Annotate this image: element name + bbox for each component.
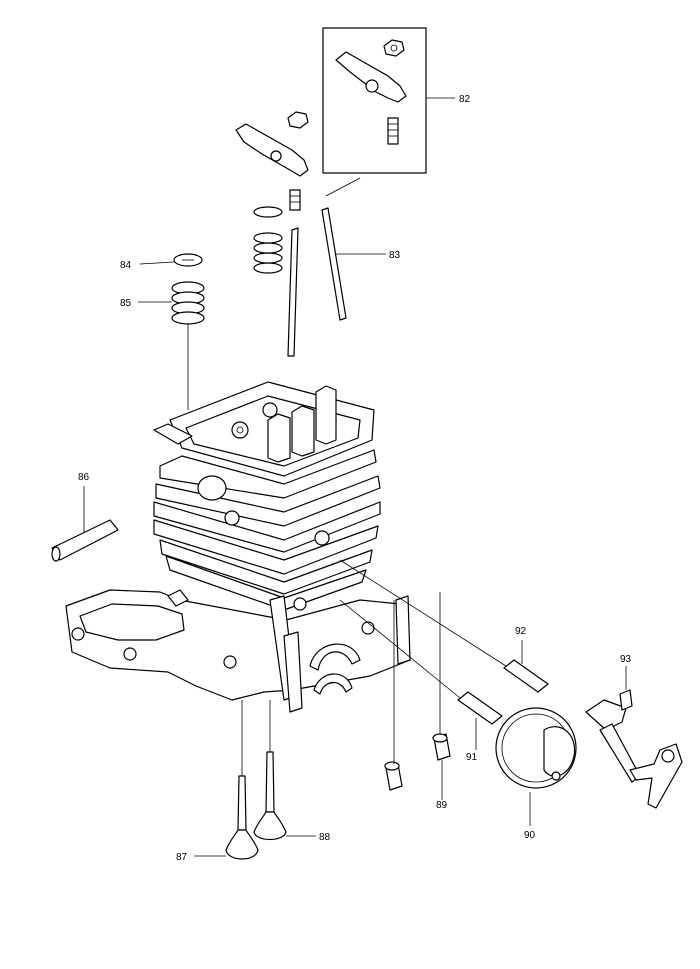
- valve-spring-85: [138, 281, 205, 410]
- callout-93: 93: [620, 654, 632, 665]
- cam-follower-93: [585, 666, 683, 809]
- spring-retainer-84: [139, 253, 203, 267]
- shaft-91: [339, 599, 503, 750]
- exhaust-valve-87: [194, 700, 259, 860]
- tappet-89: [384, 592, 451, 800]
- callout-90: 90: [524, 830, 536, 841]
- shaft-92: [339, 559, 549, 693]
- callout-86: 86: [78, 472, 90, 483]
- push-rod-83: [287, 177, 386, 357]
- crankcase: [65, 589, 411, 713]
- callout-83: 83: [389, 250, 401, 261]
- detail-inset-82: [322, 27, 455, 174]
- valve-spring-upper: [253, 206, 283, 274]
- callout-84: 84: [120, 260, 132, 271]
- callout-85: 85: [120, 298, 132, 309]
- intake-valve-88: [253, 700, 316, 841]
- callout-91: 91: [466, 752, 478, 763]
- callout-labels: 82 83 84 85 86 87 88 89 90 91 92 93: [78, 94, 632, 863]
- pin-86: [51, 486, 119, 562]
- callout-89: 89: [436, 800, 448, 811]
- cam-gear-90: [495, 707, 577, 826]
- callout-88: 88: [319, 832, 331, 843]
- callout-92: 92: [515, 626, 527, 637]
- callout-82: 82: [459, 94, 471, 105]
- rocker-arm: [235, 111, 309, 211]
- callout-87: 87: [176, 852, 188, 863]
- cylinder-head: [153, 381, 381, 611]
